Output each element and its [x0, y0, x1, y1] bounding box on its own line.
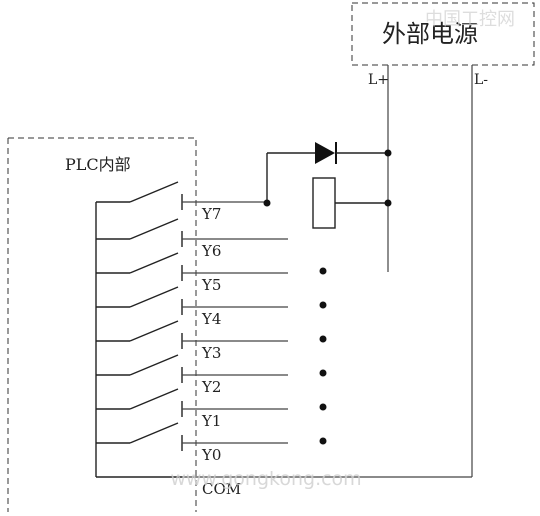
terminal-l-minus: L- [474, 72, 488, 88]
output-label: Y1 [201, 412, 221, 430]
output-row-y3: Y3 [96, 320, 288, 362]
com-terminal-label: COM [202, 480, 241, 498]
diode-icon [315, 142, 335, 164]
watermark-url: www.gongkong.com [170, 468, 361, 490]
continuation-dot [319, 301, 327, 309]
watermark-brand: 中国工控网 [425, 9, 515, 30]
switch-contact-icon [129, 320, 179, 342]
switch-contact-icon [129, 218, 179, 240]
output-label: Y3 [201, 344, 221, 362]
output-row-y7: Y7 [96, 181, 267, 223]
output-row-y6: Y6 [96, 218, 288, 260]
continuation-dot [319, 437, 327, 445]
switch-contact-icon [129, 388, 179, 410]
relay-coil-icon [312, 177, 336, 229]
diode-coil-circuit [263, 142, 392, 229]
continuation-dot [319, 267, 327, 275]
power-supply-title: 外部电源 [382, 20, 478, 48]
plc-boundary [7, 137, 197, 512]
output-label: Y6 [201, 242, 221, 260]
continuation-dots [319, 267, 327, 445]
continuation-dot [319, 369, 327, 377]
switch-contact-icon [129, 252, 179, 274]
output-row-y5: Y5 [96, 252, 288, 294]
output-label: Y2 [201, 378, 221, 396]
junction-dot [384, 199, 392, 207]
plc-label: PLC内部 [65, 155, 131, 174]
continuation-dot [319, 403, 327, 411]
output-row-y1: Y1 [96, 388, 288, 430]
output-row-y0: Y0 [96, 422, 288, 464]
junction-dot [263, 199, 271, 207]
output-label: Y4 [201, 310, 221, 328]
switch-contact-icon [129, 181, 179, 203]
output-row-y2: Y2 [96, 354, 288, 396]
junction-dot [384, 149, 392, 157]
switch-contact-icon [129, 286, 179, 308]
switch-contact-icon [129, 354, 179, 376]
continuation-dot [319, 335, 327, 343]
output-label: Y7 [201, 205, 221, 223]
output-label: Y0 [201, 446, 221, 464]
terminal-l-plus: L+ [368, 72, 389, 88]
power-supply-box [351, 2, 535, 66]
switch-contact-icon [129, 422, 179, 444]
output-row-y4: Y4 [96, 286, 288, 328]
output-label: Y5 [201, 276, 221, 294]
